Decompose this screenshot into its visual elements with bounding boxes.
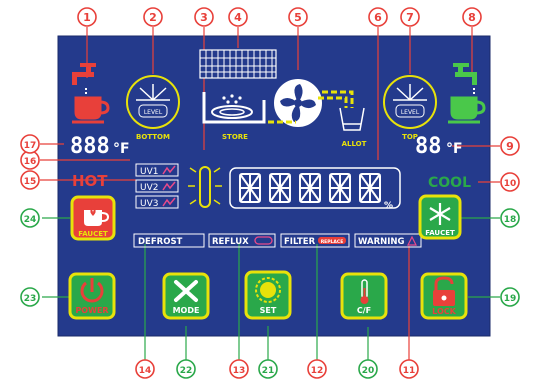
callout-17: 17 (21, 135, 39, 153)
left-temp-digits: 888 (70, 134, 110, 159)
callout-20: 20 (359, 360, 377, 378)
fan-icon (275, 80, 321, 126)
callout-5: 5 (289, 8, 307, 26)
svg-text:6: 6 (374, 11, 382, 24)
svg-text:FAUCET[interactable]: FAUCET (78, 230, 108, 238)
alphanumeric-display (230, 168, 400, 208)
callout-9: 9 (501, 137, 519, 155)
svg-text:2: 2 (149, 11, 157, 24)
svg-text:1: 1 (83, 11, 91, 24)
callout-6: 6 (369, 8, 387, 26)
svg-text:22: 22 (180, 366, 193, 376)
callout-18: 18 (501, 209, 519, 227)
callout-4: 4 (229, 8, 247, 26)
svg-text:LOCK[interactable]: LOCK (432, 307, 456, 316)
tank-icon (200, 50, 276, 78)
svg-text:20: 20 (362, 366, 375, 376)
cf-button[interactable]: C/F (342, 274, 386, 318)
svg-text:LEVEL: LEVEL (401, 109, 420, 116)
hot-faucet-button[interactable]: FAUCET (72, 197, 114, 239)
hot-cup-icon[interactable] (84, 210, 102, 226)
callout-7: 7 (401, 8, 419, 26)
bottom-label: BOTTOM (136, 133, 170, 141)
cool-label: COOL (428, 175, 471, 191)
callout-8: 8 (463, 8, 481, 26)
svg-text:POWER[interactable]: POWER (75, 306, 108, 315)
svg-text:7: 7 (406, 11, 414, 24)
svg-text:FILTER: FILTER (284, 237, 316, 247)
allot-label: ALLOT (342, 140, 367, 148)
svg-text:24: 24 (24, 215, 37, 225)
svg-text:REFLUX: REFLUX (212, 237, 249, 247)
svg-text:23: 23 (24, 294, 37, 304)
svg-text:UV2: UV2 (140, 183, 158, 193)
callout-1: 1 (78, 8, 96, 26)
svg-text:LEVEL: LEVEL (144, 109, 163, 116)
left-temp-unit: °F (113, 141, 130, 157)
svg-text:16: 16 (24, 157, 37, 167)
svg-text:13: 13 (233, 366, 246, 376)
callout-2: 2 (144, 8, 162, 26)
svg-text:DEFROST: DEFROST (138, 237, 183, 247)
svg-text:C/F[interactable]: C/F (357, 306, 371, 315)
svg-text:5: 5 (294, 11, 302, 24)
hot-label: HOT (72, 172, 108, 190)
set-button[interactable]: SET (246, 272, 290, 318)
right-temp-unit: °F (446, 141, 463, 157)
callout-14: 14 (136, 360, 154, 378)
svg-text:15: 15 (24, 177, 37, 187)
svg-text:4: 4 (234, 11, 242, 24)
callout-23: 23 (21, 288, 39, 306)
lock-button[interactable]: LOCK (422, 274, 466, 318)
mode-button[interactable]: MODE (164, 274, 208, 318)
svg-text:8: 8 (468, 11, 476, 24)
callout-19: 19 (501, 288, 519, 306)
svg-text:MODE[interactable]: MODE (173, 306, 200, 315)
svg-text:17: 17 (24, 141, 37, 151)
callout-15: 15 (21, 171, 39, 189)
svg-text:12: 12 (311, 366, 324, 376)
callout-11: 11 (400, 360, 418, 378)
svg-text:11: 11 (403, 366, 416, 376)
svg-text:WARNING: WARNING (358, 237, 405, 247)
svg-text:UV3: UV3 (140, 199, 158, 209)
callout-3: 3 (195, 8, 213, 26)
callout-22: 22 (177, 360, 195, 378)
right-temp-digits: 88 (415, 134, 442, 159)
callout-21: 21 (259, 360, 277, 378)
store-label: STORE (222, 133, 248, 141)
svg-text:10: 10 (504, 179, 517, 189)
svg-text:SET[interactable]: SET (260, 306, 277, 315)
svg-text:FAUCET[interactable]: FAUCET (425, 229, 455, 237)
callout-12: 12 (308, 360, 326, 378)
callout-13: 13 (230, 360, 248, 378)
svg-text:21: 21 (262, 366, 275, 376)
svg-text:3: 3 (200, 11, 208, 24)
svg-text:14: 14 (139, 366, 152, 376)
callout-24: 24 (21, 209, 39, 227)
percent-sign: % (384, 201, 393, 211)
svg-text:19: 19 (504, 294, 517, 304)
filter-replace-badge: REPLACE (321, 239, 344, 245)
cool-faucet-button[interactable]: FAUCET (420, 196, 460, 238)
svg-text:18: 18 (504, 215, 517, 225)
callout-10: 10 (501, 173, 519, 191)
svg-text:9: 9 (506, 140, 514, 153)
svg-text:UV1: UV1 (140, 167, 158, 177)
power-button[interactable]: POWER (70, 274, 114, 318)
